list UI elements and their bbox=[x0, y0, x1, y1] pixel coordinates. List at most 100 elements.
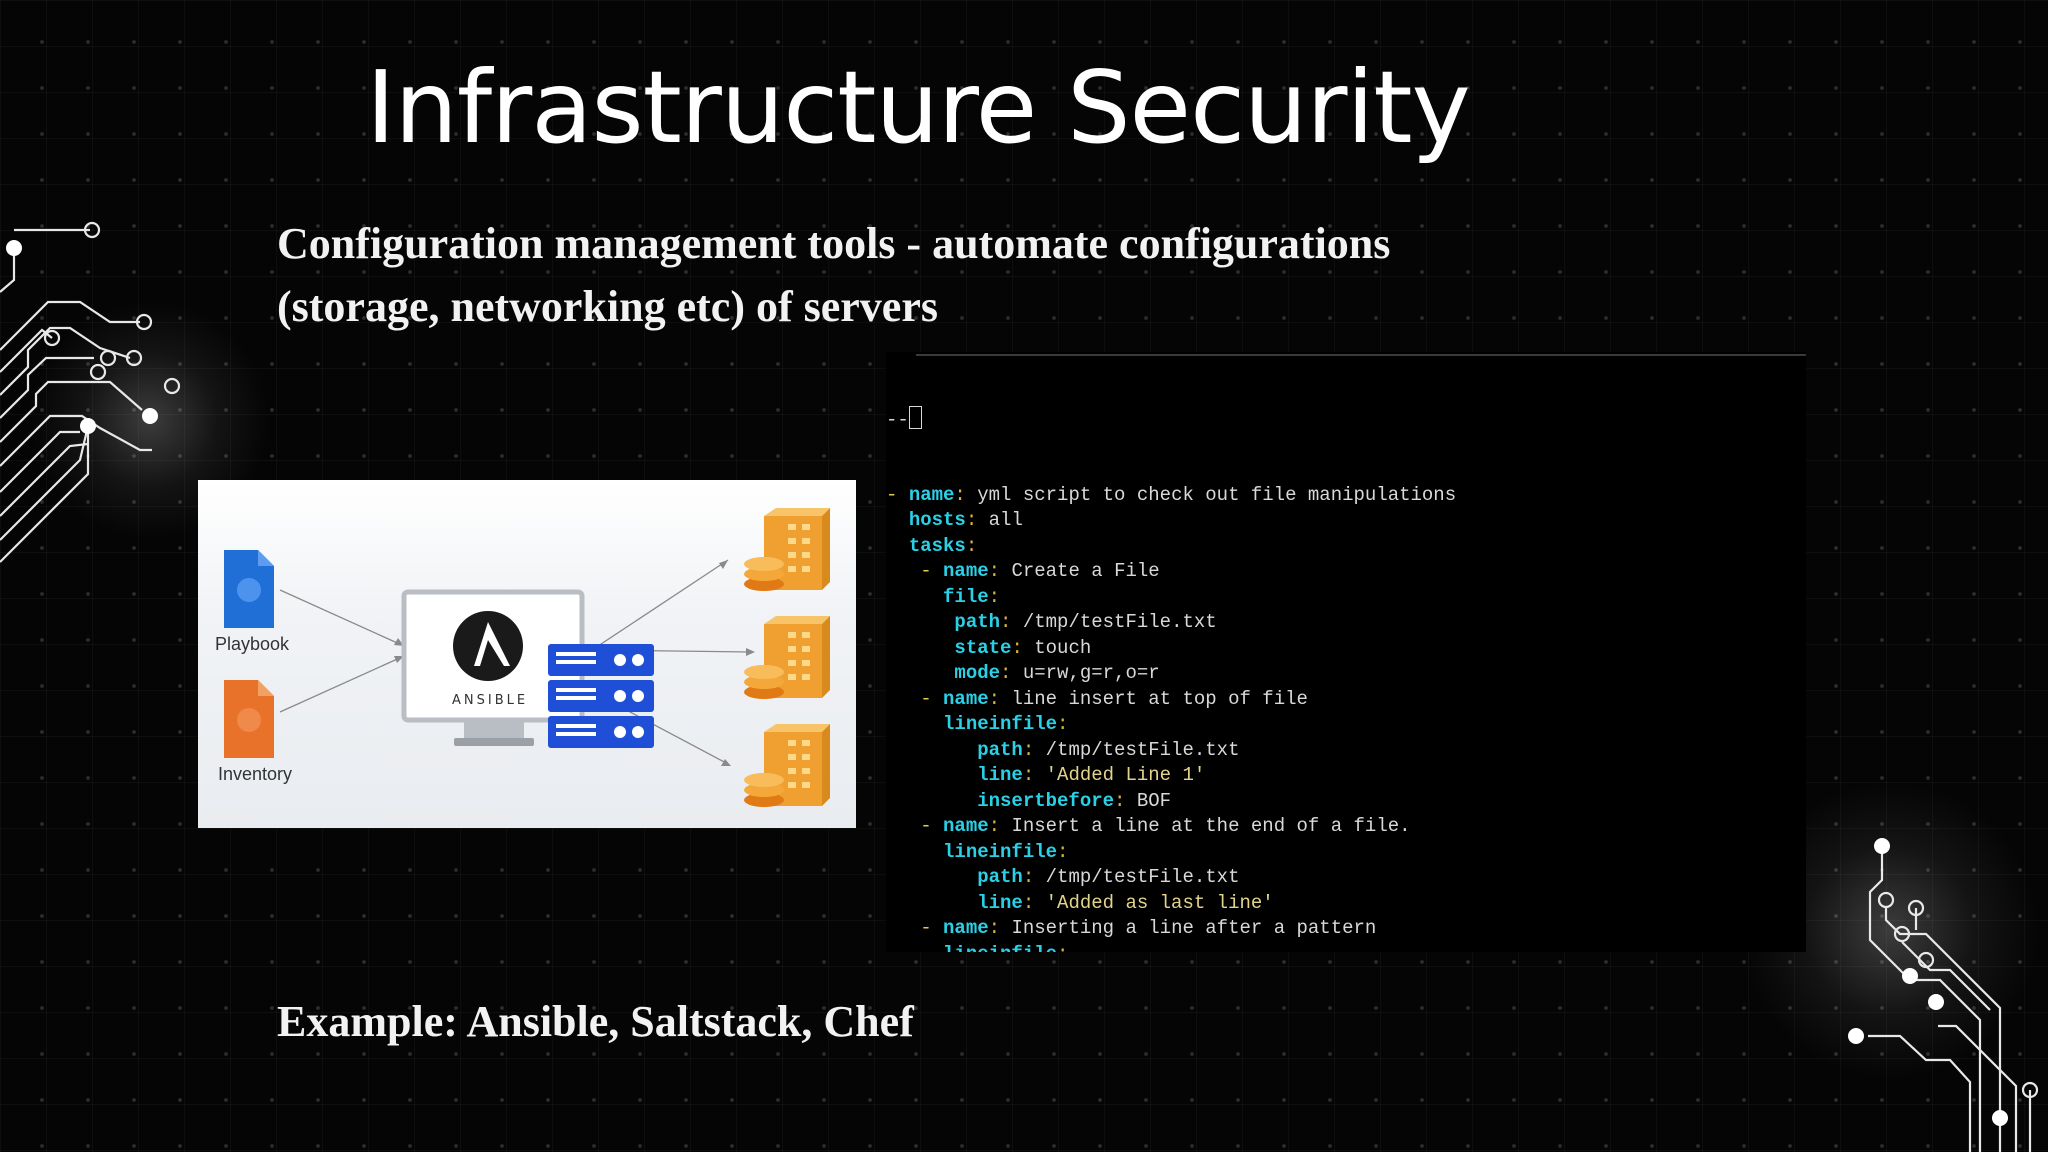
code-dash: - bbox=[920, 560, 944, 582]
code-key: tasks bbox=[908, 534, 966, 557]
code-key: line bbox=[977, 891, 1023, 914]
code-key: name bbox=[943, 917, 989, 939]
code-indent bbox=[886, 586, 943, 608]
cursor bbox=[908, 406, 922, 429]
code-indent bbox=[886, 764, 977, 786]
code-line: lineinfile: bbox=[886, 712, 1456, 738]
code-line: file: bbox=[886, 585, 1456, 611]
code-line: line: 'Added Line 1' bbox=[886, 763, 1456, 789]
code-indent bbox=[886, 739, 977, 761]
code-colon: : bbox=[1022, 866, 1035, 888]
code-colon: : bbox=[988, 917, 1001, 939]
code-value: BOF bbox=[1136, 789, 1172, 812]
code-value: /tmp/testFile.txt bbox=[1022, 611, 1217, 633]
code-value: /tmp/testFile.txt bbox=[1045, 866, 1240, 888]
code-colon: : bbox=[1057, 713, 1069, 735]
code-colon: : bbox=[1022, 738, 1035, 761]
terminal-header: -- bbox=[886, 409, 909, 431]
slide-title: Infrastructure Security bbox=[366, 49, 1471, 166]
code-colon: : bbox=[988, 815, 1001, 837]
code-colon: : bbox=[1000, 662, 1012, 684]
code-key: name bbox=[943, 687, 989, 710]
code-colon: : bbox=[1057, 943, 1068, 953]
ansible-diagram-graphic bbox=[224, 508, 830, 807]
code-key: path bbox=[977, 738, 1023, 761]
code-line: - name: Create a File bbox=[886, 559, 1456, 585]
code-indent bbox=[886, 841, 943, 863]
code-key: mode bbox=[954, 662, 1001, 684]
database-icon-1 bbox=[744, 508, 830, 591]
code-indent bbox=[886, 815, 920, 837]
code-line: path: /tmp/testFile.txt bbox=[886, 865, 1456, 891]
code-indent bbox=[886, 662, 954, 684]
code-colon: : bbox=[1000, 611, 1012, 633]
code-colon: : bbox=[965, 509, 978, 531]
code-colon: : bbox=[1114, 789, 1126, 812]
code-indent bbox=[886, 637, 954, 659]
code-indent bbox=[886, 509, 909, 531]
terminal-separator bbox=[916, 354, 1806, 356]
code-key: path bbox=[954, 611, 1001, 633]
code-colon: : bbox=[954, 483, 966, 506]
code-value: touch bbox=[1034, 636, 1092, 659]
code-dash: - bbox=[886, 483, 909, 506]
code-value: 'Added Line 1' bbox=[1045, 764, 1206, 786]
slide-subtitle: Configuration management tools - automat… bbox=[277, 219, 1391, 331]
code-line: - name: Insert a line at the end of a fi… bbox=[886, 814, 1456, 840]
code-line: - name: Inserting a line after a pattern bbox=[886, 916, 1456, 942]
code-line: hosts: all bbox=[886, 508, 1456, 534]
code-key: lineinfile bbox=[943, 713, 1058, 735]
yaml-terminal: -- - name: yml script to check out file … bbox=[886, 352, 1806, 952]
code-key: file bbox=[943, 585, 989, 608]
code-value: Inserting a line after a pattern bbox=[1011, 917, 1377, 939]
code-colon: : bbox=[1057, 840, 1069, 863]
database-icon-2 bbox=[744, 616, 830, 699]
monitor-icon bbox=[401, 589, 585, 746]
code-line: state: touch bbox=[886, 636, 1456, 662]
code-indent bbox=[886, 943, 943, 953]
code-colon: : bbox=[988, 687, 1001, 710]
code-key: insertbefore bbox=[977, 789, 1115, 812]
code-line: - name: line insert at top of file bbox=[886, 687, 1456, 713]
code-colon: : bbox=[988, 560, 1001, 582]
code-indent bbox=[886, 560, 920, 582]
code-key: name bbox=[908, 483, 955, 506]
example-text: Example: Ansible, Saltstack, Chef bbox=[277, 997, 914, 1046]
code-indent bbox=[886, 917, 920, 939]
code-dash: - bbox=[920, 917, 944, 939]
circuit-decoration-right bbox=[1848, 838, 2039, 1152]
code-value: Create a File bbox=[1011, 560, 1160, 582]
inventory-icon bbox=[224, 680, 274, 758]
code-indent bbox=[886, 790, 977, 812]
code-key: hosts bbox=[908, 509, 966, 531]
code-key: path bbox=[977, 866, 1023, 888]
ansible-diagram: Playbook Inventory ANSIBLE bbox=[198, 480, 856, 828]
server-stack-icon bbox=[548, 644, 654, 748]
ansible-label: ANSIBLE bbox=[452, 693, 529, 708]
code-line: line: 'Added as last line' bbox=[886, 891, 1456, 917]
code-key: line bbox=[977, 764, 1023, 786]
code-colon: : bbox=[1011, 636, 1023, 659]
database-icon-3 bbox=[744, 724, 830, 807]
code-line: mode: u=rw,g=r,o=r bbox=[886, 661, 1456, 687]
code-value: Insert a line at the end of a file. bbox=[1011, 815, 1411, 837]
code-value: all bbox=[988, 509, 1023, 531]
inventory-label: Inventory bbox=[218, 764, 293, 784]
playbook-label: Playbook bbox=[215, 634, 290, 654]
code-dash: - bbox=[920, 687, 944, 710]
code-value: /tmp/testFile.txt bbox=[1045, 738, 1240, 761]
code-line: insertbefore: BOF bbox=[886, 789, 1456, 815]
code-value: yml script to check out file manipulatio… bbox=[977, 483, 1457, 506]
code-colon: : bbox=[965, 534, 978, 557]
terminal-header-line: -- bbox=[886, 406, 1456, 432]
code-key: state bbox=[954, 636, 1012, 659]
code-indent bbox=[886, 688, 920, 710]
code-key: name bbox=[943, 815, 989, 837]
circuit-decoration-left bbox=[0, 221, 181, 563]
code-line: path: /tmp/testFile.txt bbox=[886, 610, 1456, 636]
code-value: u=rw,g=r,o=r bbox=[1022, 662, 1160, 684]
code-indent bbox=[886, 535, 909, 557]
code-key: name bbox=[943, 560, 989, 582]
code-line: lineinfile: bbox=[886, 942, 1456, 953]
code-value: 'Added as last line' bbox=[1045, 891, 1274, 914]
